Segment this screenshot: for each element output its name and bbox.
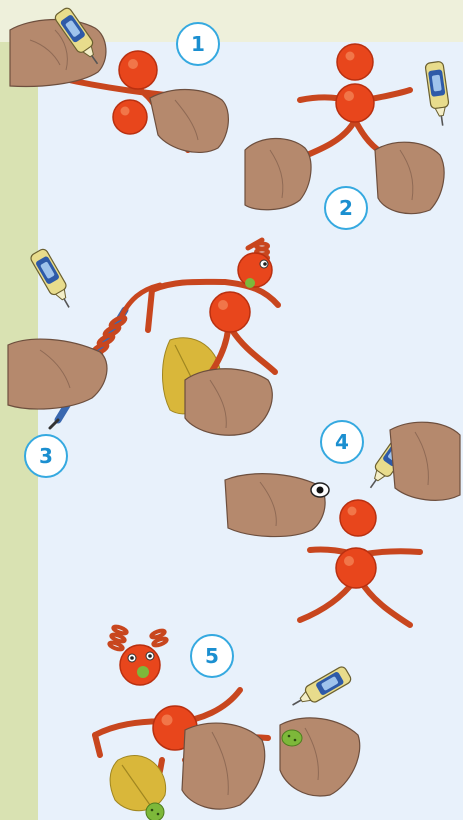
glue-bottle-icon xyxy=(288,665,352,713)
head-ball xyxy=(120,645,160,685)
step-3-illustration xyxy=(8,240,278,435)
button-icon xyxy=(146,803,164,820)
nose-button xyxy=(245,278,255,288)
hand-icon xyxy=(245,138,311,209)
step-number-3-badge: 3 xyxy=(24,434,68,478)
step-number-2-badge: 2 xyxy=(324,186,368,230)
head-ball xyxy=(119,51,157,89)
hand-icon xyxy=(375,142,444,213)
glue-bottle-icon xyxy=(425,61,452,127)
step-number-5-badge: 5 xyxy=(190,634,234,678)
head-ball xyxy=(337,44,373,80)
step-number-4-badge: 4 xyxy=(320,420,364,464)
hand-icon xyxy=(182,723,265,809)
step-number-1-badge: 1 xyxy=(176,22,220,66)
body-ball xyxy=(336,548,376,588)
body-ball xyxy=(210,292,250,332)
hand-icon xyxy=(150,90,228,153)
head-ball xyxy=(340,500,376,536)
body-ball xyxy=(336,84,374,122)
button-icon xyxy=(282,730,302,746)
hand-icon xyxy=(185,369,272,435)
nose-button xyxy=(137,666,149,678)
body-ball xyxy=(113,100,147,134)
glue-bottle-icon xyxy=(29,248,77,312)
feather-icon xyxy=(110,755,166,810)
head-ball xyxy=(238,253,272,287)
eye-icon xyxy=(311,483,329,497)
hand-icon xyxy=(225,474,325,537)
hand-icon xyxy=(390,422,460,500)
hand-icon xyxy=(8,339,107,409)
